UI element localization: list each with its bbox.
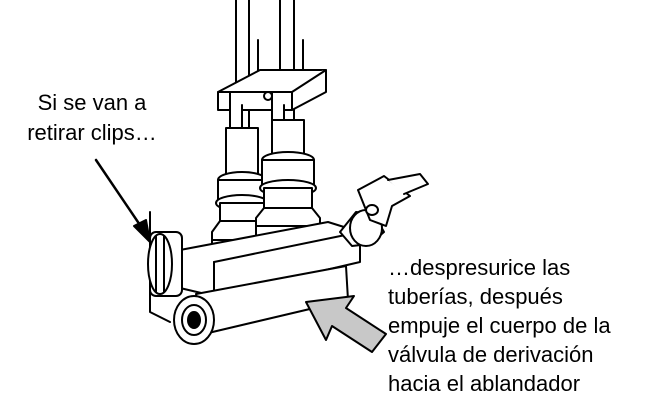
t-handle-knob <box>339 173 429 247</box>
callout-right-text: …despresurice las tuberías, después empu… <box>388 253 663 398</box>
callout-left-line: retirar clips… <box>27 120 157 145</box>
callout-left-text: Si se van a retirar clips… <box>8 88 176 148</box>
callout-right-line: válvula de derivación <box>388 342 594 367</box>
callout-right-line: …despresurice las <box>388 255 571 280</box>
push-arrow <box>305 295 387 353</box>
callout-right-line: hacia el ablandador <box>388 371 581 396</box>
callout-right-line: tuberías, después <box>388 284 563 309</box>
callout-left-line: Si se van a <box>37 90 147 115</box>
pointer-arrow-left <box>94 158 151 243</box>
callout-right-line: empuje el cuerpo de la <box>388 313 611 338</box>
inlet-clip <box>147 211 183 323</box>
